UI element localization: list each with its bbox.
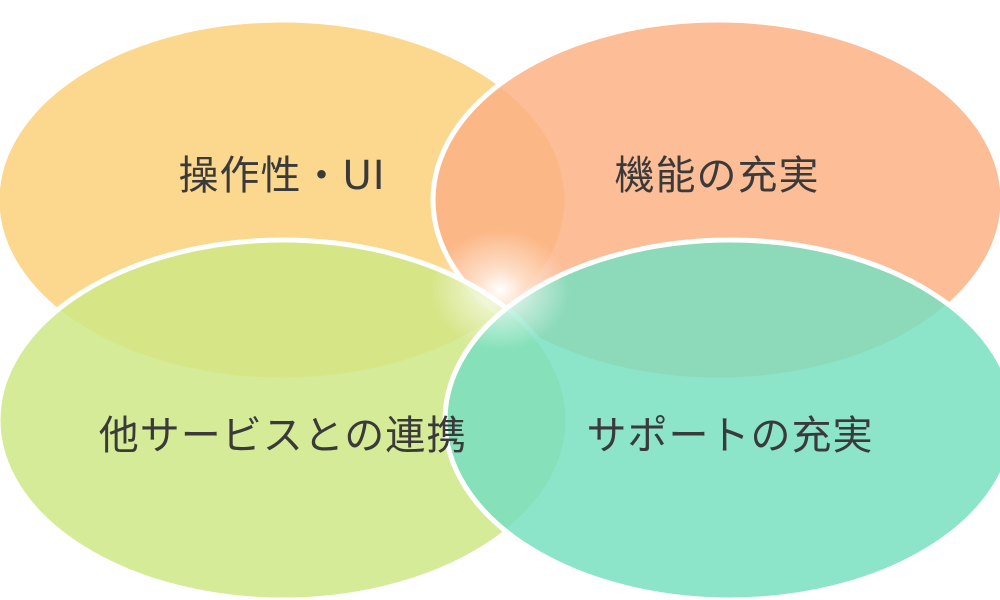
- center-glow: [430, 230, 570, 350]
- label-ui: 操作性・UI: [178, 153, 386, 199]
- label-functions: 機能の充実: [614, 153, 820, 199]
- label-integration: 他サービスとの連携: [98, 413, 468, 459]
- label-support: サポートの充実: [586, 413, 874, 459]
- ellipse-support: [442, 237, 1000, 600]
